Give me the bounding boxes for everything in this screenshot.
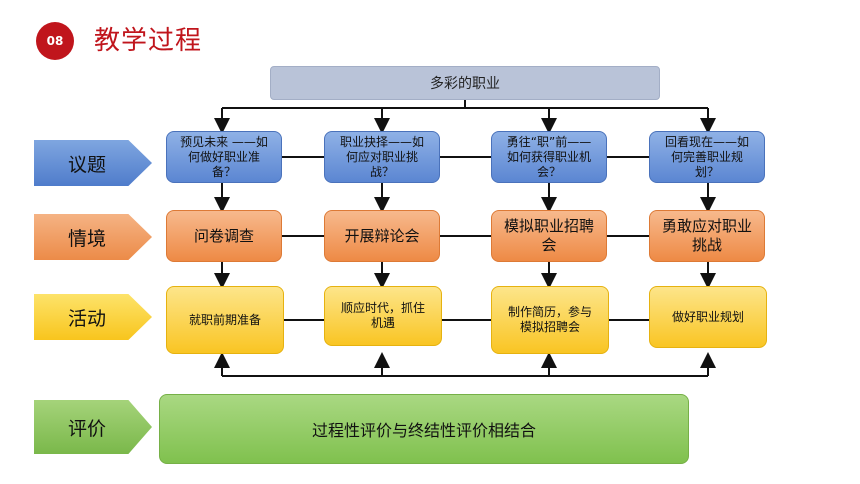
evaluation-box: 过程性评价与终结性评价相结合 bbox=[159, 394, 689, 464]
row-tag-evaluation: 评价 bbox=[34, 400, 152, 454]
theme-box: 多彩的职业 bbox=[270, 66, 660, 100]
row-tag-activity: 活动 bbox=[34, 294, 152, 340]
scenario-card-1: 问卷调查 bbox=[166, 210, 282, 262]
activity-card-2: 顺应时代，抓住机遇 bbox=[324, 286, 442, 346]
row-tag-scenario: 情境 bbox=[34, 214, 152, 260]
scenario-card-2: 开展辩论会 bbox=[324, 210, 440, 262]
question-card-1: 预见未来 ——如何做好职业准备？ bbox=[166, 131, 282, 183]
question-card-4: 回看现在——如何完善职业规划？ bbox=[649, 131, 765, 183]
section-number-badge: 08 bbox=[36, 22, 74, 60]
question-card-2: 职业抉择——如何应对职业挑战？ bbox=[324, 131, 440, 183]
scenario-card-3: 模拟职业招聘会 bbox=[491, 210, 607, 262]
activity-card-1: 就职前期准备 bbox=[166, 286, 284, 354]
question-card-3: 勇往“职”前——如何获得职业机会？ bbox=[491, 131, 607, 183]
row-tag-topic: 议题 bbox=[34, 140, 152, 186]
activity-card-3: 制作简历，参与模拟招聘会 bbox=[491, 286, 609, 354]
activity-card-4: 做好职业规划 bbox=[649, 286, 767, 348]
scenario-card-4: 勇敢应对职业挑战 bbox=[649, 210, 765, 262]
page-title: 教学过程 bbox=[94, 26, 203, 56]
